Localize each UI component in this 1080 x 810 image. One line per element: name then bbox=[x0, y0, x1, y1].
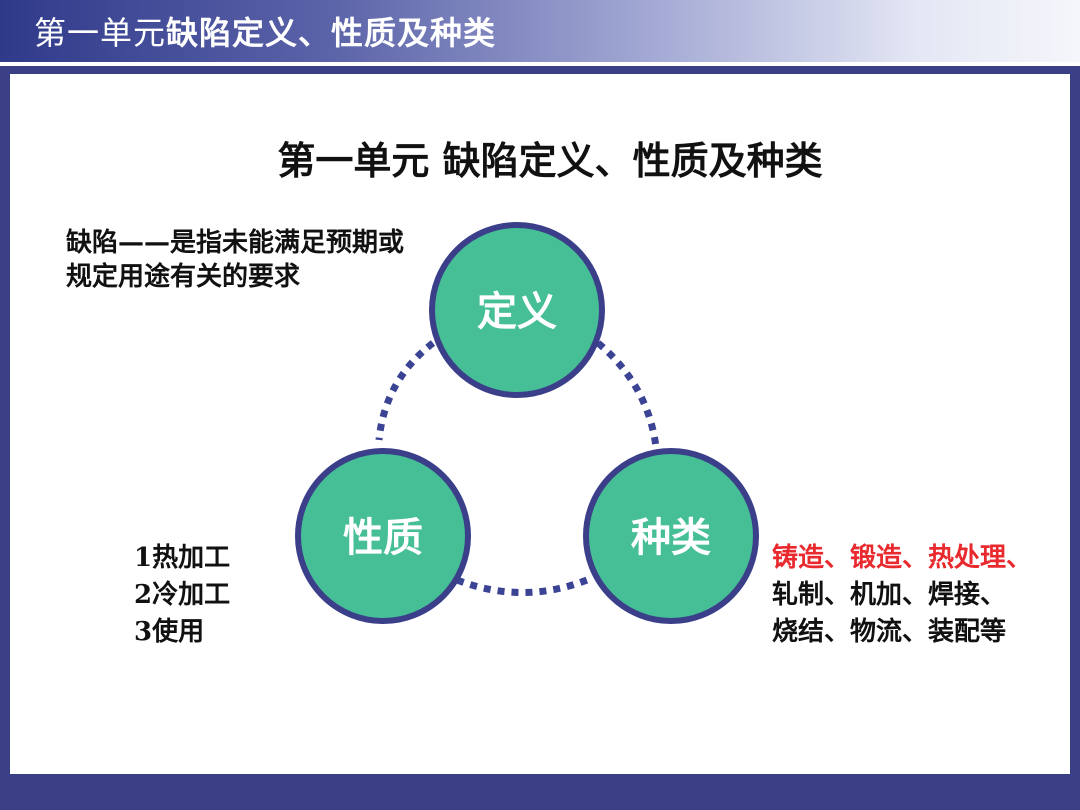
definition-text: 缺陷——是指未能满足预期或规定用途有关的要求 bbox=[66, 228, 405, 292]
node-definition-label: 定义 bbox=[477, 289, 557, 335]
header-divider bbox=[0, 62, 1080, 66]
nature-item: 1热加工 bbox=[134, 543, 231, 573]
nature-item: 2冷加工 bbox=[134, 580, 231, 610]
connector-top-right bbox=[595, 340, 660, 448]
header-title-part1: 第一单元 bbox=[34, 14, 167, 52]
nature-item: 3使用 bbox=[134, 617, 205, 647]
nature-list: 1热加工 2冷加工 3使用 bbox=[134, 540, 230, 651]
connector-bottom bbox=[455, 574, 594, 596]
header-title: 第一单元缺陷定义、性质及种类 bbox=[34, 8, 496, 54]
node-nature-label: 性质 bbox=[343, 515, 423, 561]
slide-content bbox=[10, 74, 1070, 774]
header-title-part2: 缺陷定义、性质及种类 bbox=[166, 14, 497, 52]
types-line: 轧制、机加、焊接、 bbox=[772, 580, 1007, 610]
node-nature: 性质 bbox=[295, 448, 471, 624]
title-bar: 第一单元缺陷定义、性质及种类 bbox=[0, 0, 1080, 62]
types-line: 烧结、物流、装配等 bbox=[772, 617, 1007, 647]
connector-top-left bbox=[375, 340, 436, 441]
types-line-highlight: 铸造、锻造、热处理、 bbox=[772, 543, 1033, 573]
node-types-label: 种类 bbox=[631, 515, 711, 561]
node-definition: 定义 bbox=[429, 222, 605, 398]
types-list: 铸造、锻造、热处理、 轧制、机加、焊接、 烧结、物流、装配等 bbox=[772, 540, 1072, 651]
node-types: 种类 bbox=[583, 448, 759, 624]
slide-title: 第一单元 缺陷定义、性质及种类 bbox=[277, 139, 823, 183]
